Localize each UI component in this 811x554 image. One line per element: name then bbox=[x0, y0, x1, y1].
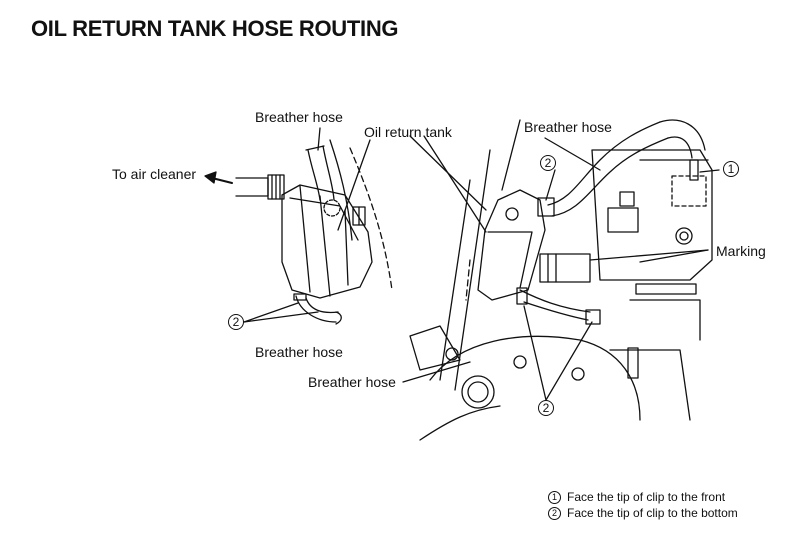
marking-label: Marking bbox=[716, 243, 766, 259]
callout-2-top: 2 bbox=[540, 155, 556, 171]
page-title: OIL RETURN TANK HOSE ROUTING bbox=[31, 16, 399, 41]
callout-2-bottom: 2 bbox=[538, 400, 554, 416]
legend: 1 Face the tip of clip to the front 2 Fa… bbox=[548, 489, 738, 521]
breather-hose-label-center: Breather hose bbox=[308, 374, 396, 390]
callout-2-left: 2 bbox=[228, 314, 244, 330]
legend-text-1: Face the tip of clip to the front bbox=[567, 490, 726, 504]
breather-hose-label-top-left: Breather hose bbox=[255, 109, 343, 125]
callout-1-top-right: 1 bbox=[723, 161, 739, 177]
legend-row-2: 2 Face the tip of clip to the bottom bbox=[548, 505, 738, 521]
legend-num-2: 2 bbox=[548, 506, 561, 520]
oil-return-tank-label: Oil return tank bbox=[364, 124, 452, 140]
legend-num-1: 1 bbox=[548, 490, 561, 504]
to-air-cleaner-label: To air cleaner bbox=[112, 166, 197, 182]
tank-detail-left bbox=[204, 127, 393, 325]
engine-detail-right bbox=[402, 119, 720, 441]
breather-hose-label-top-right: Breather hose bbox=[524, 119, 612, 135]
breather-hose-label-lower-left: Breather hose bbox=[255, 344, 343, 360]
legend-text-2: Face the tip of clip to the bottom bbox=[567, 506, 738, 520]
legend-row-1: 1 Face the tip of clip to the front bbox=[548, 489, 738, 505]
